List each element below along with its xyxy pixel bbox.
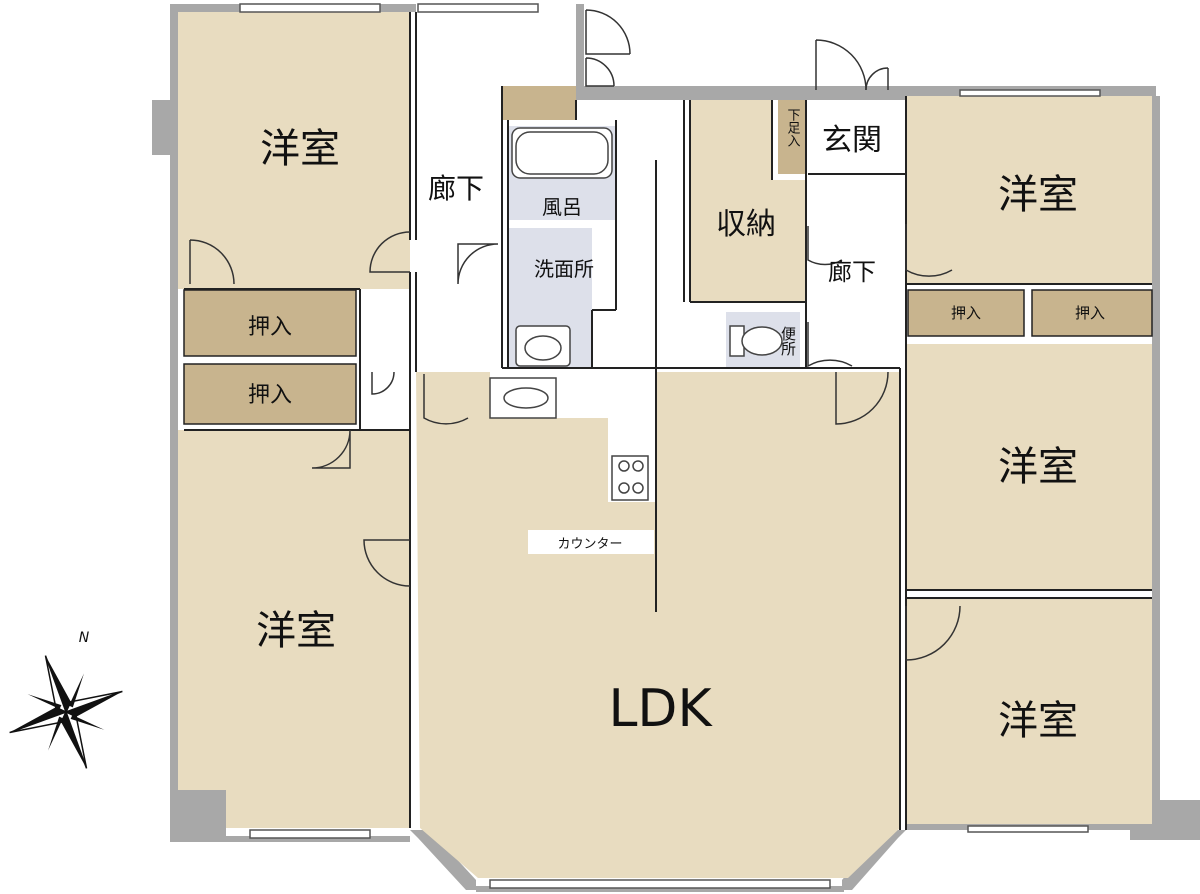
compass-north-label: N [79, 630, 90, 646]
label-toilet: 便所 [779, 326, 797, 356]
label-western-se: 洋室 [998, 698, 1078, 744]
label-entrance: 玄関 [822, 123, 882, 158]
room-ldk [416, 372, 900, 878]
room-western-se [906, 598, 1152, 824]
kitchen-sink [489, 377, 557, 419]
compass-star-icon [45, 655, 71, 712]
room-storage [690, 100, 806, 302]
room-western-ne [906, 96, 1152, 284]
room-closet-1 [183, 289, 357, 357]
label-washroom: 洗面所 [534, 257, 594, 281]
bathtub [511, 127, 613, 179]
room-closet-2 [183, 363, 357, 425]
label-bath: 風呂 [542, 195, 582, 219]
labels: 洋室 洋室 洋室 洋室 洋室 LDK 収納 玄関 廊下 廊下 風呂 洗面所 カウ… [248, 108, 1105, 744]
label-shoe-box: 下足入 [785, 108, 801, 147]
interior-walls [184, 12, 1152, 830]
label-closet-3: 押入 [951, 304, 981, 322]
room-closet-4 [1031, 289, 1153, 337]
label-closet-2: 押入 [248, 383, 292, 408]
doors [189, 9, 961, 661]
label-closet-4: 押入 [1075, 304, 1105, 322]
label-hall-right: 廊下 [828, 258, 876, 286]
label-western-e: 洋室 [998, 444, 1078, 490]
label-hall-left: 廊下 [428, 172, 484, 205]
label-western-ne: 洋室 [998, 172, 1078, 218]
label-closet-1: 押入 [248, 315, 292, 340]
label-western-sw: 洋室 [256, 608, 336, 654]
counter [528, 530, 654, 554]
room-shoe-box [778, 100, 806, 174]
room-western-e [906, 344, 1152, 590]
label-counter: カウンター [557, 537, 622, 552]
room-closet-3 [907, 289, 1025, 337]
label-ldk: LDK [608, 679, 713, 739]
label-storage: 収納 [716, 207, 776, 242]
windows [239, 3, 1101, 889]
compass [9, 655, 123, 769]
room-fills [178, 12, 1153, 878]
fixtures [503, 127, 783, 494]
room-storage-stripe [502, 86, 576, 120]
label-western-nw: 洋室 [260, 126, 340, 172]
room-western-sw [178, 430, 410, 828]
room-western-nw [178, 12, 410, 289]
